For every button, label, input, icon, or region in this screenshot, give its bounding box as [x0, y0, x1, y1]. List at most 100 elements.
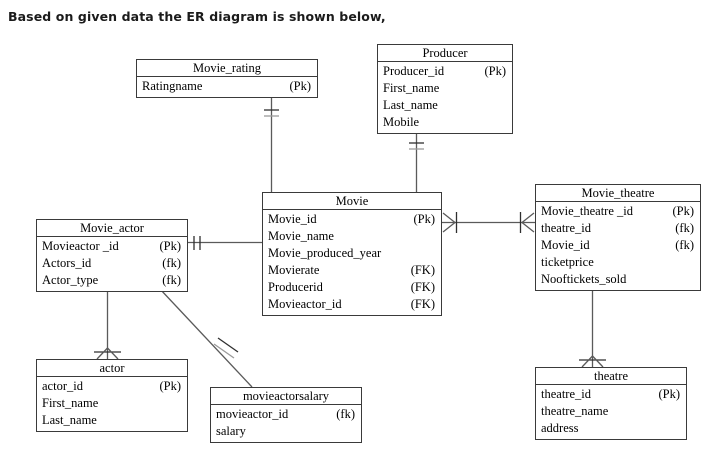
attribute-row: Movie_theatre _id (Pk): [536, 203, 700, 220]
attribute-name: Movie_id: [268, 212, 317, 226]
attribute-name: Last_name: [42, 413, 97, 427]
connector-producer-movie: [409, 129, 424, 192]
attribute-row: Producer_id (Pk): [378, 63, 512, 80]
attribute-key-badge: (FK): [410, 280, 435, 294]
attribute-name: theatre_id: [541, 387, 591, 401]
attribute-name: theatre_name: [541, 404, 609, 418]
attribute-key-badge: (Pk): [672, 204, 694, 218]
attribute-row: Movie_id (fk): [536, 237, 700, 254]
attribute-key-badge: (Pk): [159, 379, 181, 393]
connector-movietheatre-theatre: [579, 288, 606, 368]
attribute-row: Last_name: [37, 412, 187, 429]
attribute-name: address: [541, 421, 579, 435]
entity-title-theatre: theatre: [536, 368, 686, 385]
attribute-key-badge: (Pk): [484, 64, 506, 78]
attribute-name: First_name: [383, 81, 440, 95]
attribute-name: Producer_id: [383, 64, 445, 78]
attribute-row: Actor_type (fk): [37, 272, 187, 289]
attribute-row: theatre_id (fk): [536, 220, 700, 237]
attribute-name: Ratingname: [142, 79, 203, 93]
attribute-name: Mobile: [383, 115, 420, 129]
attribute-key-badge: (Pk): [413, 212, 435, 226]
attribute-row: Ratingname (Pk): [137, 78, 317, 95]
attribute-name: Actor_type: [42, 273, 99, 287]
entity-title-movie_theatre: Movie_theatre: [536, 185, 700, 202]
attribute-name: movieactor_id: [216, 407, 289, 421]
attribute-row: Movie_id (Pk): [263, 211, 441, 228]
attribute-name: actor_id: [42, 379, 83, 393]
attribute-row: Actors_id (fk): [37, 255, 187, 272]
attribute-row: Producerid (FK): [263, 279, 441, 296]
attribute-key-badge: (fk): [675, 238, 694, 252]
entity-title-movie: Movie: [263, 193, 441, 210]
attribute-row: theatre_id (Pk): [536, 386, 686, 403]
attribute-row: First_name: [37, 395, 187, 412]
attribute-row: ticketprice: [536, 254, 700, 271]
entity-title-actor: actor: [37, 360, 187, 377]
entity-title-movie_rating: Movie_rating: [137, 60, 317, 77]
connector-movieactor-movie: [188, 236, 262, 250]
attribute-key-badge: (Pk): [159, 239, 181, 253]
attribute-key-badge: (FK): [410, 263, 435, 277]
attribute-row: theatre_name: [536, 403, 686, 420]
attribute-name: Movie_id: [541, 238, 590, 252]
entity-attributes-movie_theatre: Movie_theatre _id(Pk)theatre_id(fk)Movie…: [536, 202, 700, 290]
attribute-row: Mobile: [378, 114, 512, 131]
attribute-row: Movie_produced_year: [263, 245, 441, 262]
entity-title-movie_actor: Movie_actor: [37, 220, 187, 237]
attribute-row: address: [536, 420, 686, 437]
attribute-key-badge: (fk): [675, 221, 694, 235]
attribute-name: First_name: [42, 396, 99, 410]
attribute-name: Movierate: [268, 263, 320, 277]
connector-rating-movie: [264, 93, 279, 192]
attribute-name: Last_name: [383, 98, 438, 112]
attribute-name: Nooftickets_sold: [541, 272, 627, 286]
attribute-name: Movieactor _id: [42, 239, 119, 253]
attribute-key-badge: (Pk): [658, 387, 680, 401]
attribute-key-badge: (Pk): [289, 79, 311, 93]
attribute-row: Movieactor_id (FK): [263, 296, 441, 313]
attribute-name: Producerid: [268, 280, 323, 294]
attribute-row: Nooftickets_sold: [536, 271, 700, 288]
attribute-name: Movie_name: [268, 229, 334, 243]
connector-movie-movietheatre: [442, 212, 535, 233]
attribute-row: Last_name: [378, 97, 512, 114]
attribute-row: Movie_name: [263, 228, 441, 245]
attribute-name: Movie_produced_year: [268, 246, 382, 260]
attribute-row: Movierate (FK): [263, 262, 441, 279]
attribute-name: ticketprice: [541, 255, 594, 269]
entity-attributes-movie_actor: Movieactor _id(Pk)Actors_id(fk)Actor_typ…: [37, 237, 187, 291]
attribute-row: actor_id (Pk): [37, 378, 187, 395]
attribute-name: Actors_id: [42, 256, 92, 270]
attribute-key-badge: (FK): [410, 297, 435, 311]
er-diagram-caption: Based on given data the ER diagram is sh…: [8, 9, 386, 24]
connector-movieactor-actor: [94, 289, 121, 360]
entity-title-producer: Producer: [378, 45, 512, 62]
attribute-name: Movieactor_id: [268, 297, 342, 311]
attribute-row: Movieactor _id (Pk): [37, 238, 187, 255]
entity-attributes-movieactorsalary: movieactor_id(fk)salary: [211, 405, 361, 442]
attribute-name: Movie_theatre _id: [541, 204, 633, 218]
attribute-row: First_name: [378, 80, 512, 97]
attribute-key-badge: (fk): [162, 256, 181, 270]
attribute-key-badge: (fk): [162, 273, 181, 287]
entity-title-movieactorsalary: movieactorsalary: [211, 388, 361, 405]
entity-attributes-movie_rating: Ratingname (Pk): [137, 77, 317, 97]
attribute-name: salary: [216, 424, 246, 438]
attribute-name: theatre_id: [541, 221, 591, 235]
attribute-row: salary: [211, 423, 361, 440]
attribute-row: movieactor_id(fk): [211, 406, 361, 423]
